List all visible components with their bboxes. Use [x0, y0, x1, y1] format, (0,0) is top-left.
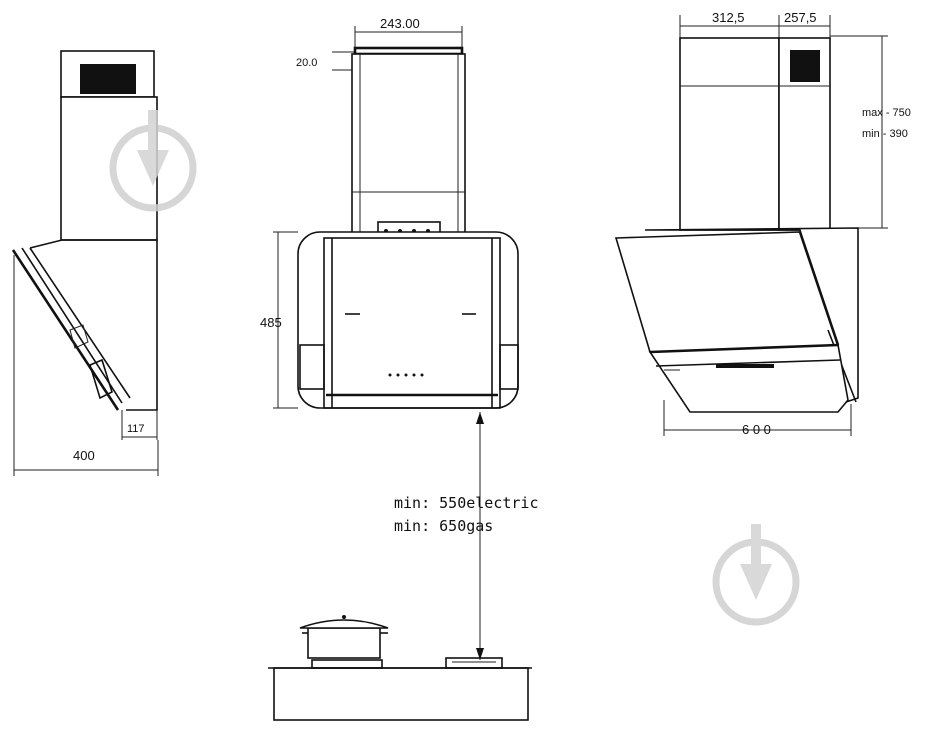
control-strip: [716, 364, 774, 368]
clearance-electric: min: 550electric: [394, 494, 539, 512]
dim-depth-total: 400: [73, 448, 95, 463]
dim-top-offset: 20.0: [296, 57, 317, 69]
download-arrow-icon: [712, 524, 800, 626]
vent-grille-right: [790, 50, 820, 82]
side-view: 117 400: [11, 50, 159, 476]
dim-chimney-depth-back: 257,5: [784, 10, 817, 25]
front-view: 20.0 243.00 190: [260, 16, 539, 660]
dim-chimney-min: min - 390: [862, 128, 908, 140]
dim-chimney-depth-front: 312,5: [712, 10, 745, 25]
dim-panel-height: 485: [260, 315, 282, 330]
dim-hood-width: 6 0 0: [742, 422, 771, 437]
pot: [299, 615, 389, 659]
cooktop: [268, 615, 532, 721]
dim-chimney-max: max - 750: [862, 107, 911, 119]
vent-grille: [80, 64, 136, 94]
dim-chimney-width: 243.00: [380, 16, 420, 31]
dim-depth-lower: 117: [127, 423, 145, 435]
perspective-view: 312,5 257,5 max - 750 min - 390 6 0 0: [614, 10, 911, 437]
clearance-gas: min: 650gas: [394, 517, 493, 535]
download-arrow-icon: [109, 110, 197, 212]
